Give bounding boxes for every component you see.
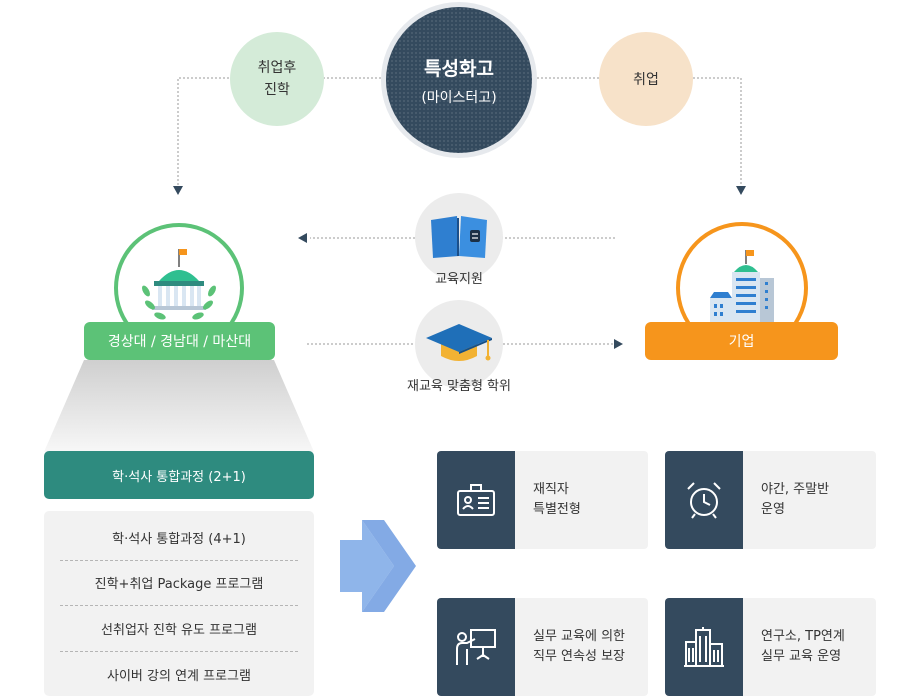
buildings-icon (665, 598, 743, 696)
advance-line2: 진학 (264, 82, 290, 98)
card-line2: 운영 (761, 502, 785, 517)
card-line2: 직무 연속성 보장 (533, 649, 625, 664)
integrated-course-bar: 학·석사 통합과정 (2+1) (44, 451, 314, 499)
funnel-shape (44, 360, 314, 452)
id-card-icon (437, 451, 515, 549)
center-subtitle: (마이스터고) (421, 89, 497, 106)
center-title: 특성화고 (424, 57, 494, 80)
card-line1: 재직자 (533, 482, 569, 497)
graduation-cap-icon (415, 300, 503, 388)
program-item: 진학+취업 Package 프로그램 (60, 561, 298, 606)
program-item: 학·석사 통합과정 (4+1) (60, 515, 298, 561)
university-label: 경상대 / 경남대 / 마산대 (84, 322, 275, 360)
advance-line1: 취업후 (257, 60, 297, 76)
edu-support-label: 교육지원 (435, 272, 483, 287)
chevron-right-arrow-icon (340, 520, 416, 612)
card-line2: 특별전형 (533, 502, 581, 517)
feature-card: 실무 교육에 의한 직무 연속성 보장 (437, 598, 648, 696)
card-line1: 실무 교육에 의한 (533, 629, 625, 644)
feature-card: 재직자 특별전형 (437, 451, 648, 549)
program-item: 사이버 강의 연계 프로그램 (107, 668, 251, 684)
feature-card: 야간, 주말반 운영 (665, 451, 876, 549)
card-line2: 실무 교육 운영 (761, 649, 842, 664)
company-label: 기업 (645, 322, 838, 360)
program-list: 학·석사 통합과정 (4+1) 진학+취업 Package 프로그램 선취업자 … (44, 511, 314, 696)
alarm-clock-icon (665, 451, 743, 549)
advance-node: 취업후 진학 (230, 32, 324, 126)
presentation-icon (437, 598, 515, 696)
employ-node: 취업 (599, 32, 693, 126)
book-icon (415, 193, 503, 281)
custom-degree-label: 재교육 맞춤형 학위 (407, 379, 511, 394)
card-line1: 연구소, TP연계 (761, 629, 845, 644)
employ-label: 취업 (633, 72, 659, 88)
card-line1: 야간, 주말반 (761, 482, 830, 497)
feature-card: 연구소, TP연계 실무 교육 운영 (665, 598, 876, 696)
center-node-specialized-hs: 특성화고 (마이스터고) (381, 2, 537, 158)
program-item: 선취업자 진학 유도 프로그램 (60, 606, 298, 652)
